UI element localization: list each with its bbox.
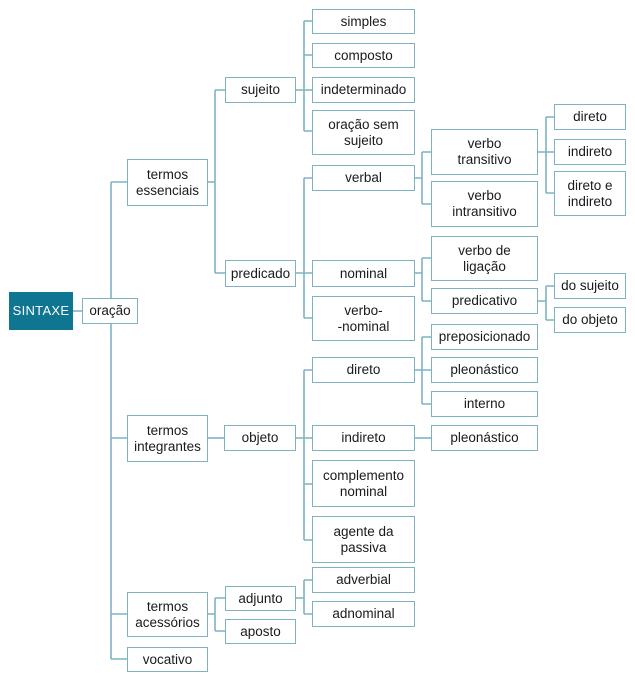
node-vt-indireto: indireto bbox=[554, 139, 626, 165]
node-adnominal: adnominal bbox=[312, 601, 415, 627]
node-verbal: verbal bbox=[312, 165, 415, 191]
node-objeto: objeto bbox=[224, 425, 296, 451]
node-objeto-direto: direto bbox=[312, 357, 415, 383]
node-sujeito: sujeito bbox=[225, 77, 296, 103]
node-vt-direto: direto bbox=[554, 104, 626, 130]
node-termos-integrantes: termos integrantes bbox=[127, 415, 208, 462]
node-oracao-sem-sujeito: oração sem sujeito bbox=[312, 110, 415, 155]
node-verbo-nominal: verbo- -nominal bbox=[312, 296, 415, 341]
node-direto-e-indireto: direto e indireto bbox=[554, 171, 626, 216]
node-termos-essenciais: termos essenciais bbox=[127, 159, 208, 206]
node-objeto-indireto: indireto bbox=[312, 425, 415, 451]
node-do-objeto: do objeto bbox=[554, 307, 626, 333]
connector-sujeito-children bbox=[296, 20, 312, 132]
node-adjunto: adjunto bbox=[225, 586, 296, 611]
node-complemento-nominal: complemento nominal bbox=[312, 460, 415, 507]
node-oracao: oração bbox=[82, 298, 138, 324]
connector-predicativo-children bbox=[538, 285, 554, 321]
connector-predicado-children bbox=[296, 177, 312, 319]
connector-objeto-children bbox=[296, 369, 312, 541]
node-vocativo: vocativo bbox=[127, 647, 208, 672]
connector-essenciais-children bbox=[208, 89, 225, 274]
node-verbo-intransitivo: verbo intransitivo bbox=[431, 181, 538, 227]
connector-adjunto-children bbox=[296, 579, 312, 615]
node-preposicionado: preposicionado bbox=[431, 324, 538, 350]
node-verbo-transitivo: verbo transitivo bbox=[431, 129, 538, 175]
node-predicado: predicado bbox=[225, 260, 296, 287]
node-pleonastico-indireto: pleonástico bbox=[431, 425, 538, 451]
node-indeterminado: indeterminado bbox=[312, 77, 415, 103]
node-agente-da-passiva: agente da passiva bbox=[312, 516, 415, 563]
connector-acessorios-children bbox=[208, 597, 225, 632]
node-composto: composto bbox=[312, 43, 415, 68]
node-adverbial: adverbial bbox=[312, 567, 415, 593]
connector-transitivo-children bbox=[538, 116, 554, 194]
node-simples: simples bbox=[312, 9, 415, 34]
node-predicativo: predicativo bbox=[431, 288, 538, 314]
node-termos-acessorios: termos acessórios bbox=[127, 592, 208, 637]
node-sintaxe: SINTAXE bbox=[9, 292, 73, 330]
node-do-sujeito: do sujeito bbox=[554, 273, 626, 299]
connector-verbal-children bbox=[415, 151, 431, 205]
connector-nominal-children bbox=[415, 257, 431, 302]
node-interno: interno bbox=[431, 391, 538, 417]
node-pleonastico-direto: pleonástico bbox=[431, 357, 538, 383]
node-aposto: aposto bbox=[225, 619, 296, 644]
node-nominal: nominal bbox=[312, 260, 415, 287]
node-verbo-de-ligacao: verbo de ligação bbox=[431, 236, 538, 281]
connector-obj-direto-children bbox=[415, 336, 431, 405]
